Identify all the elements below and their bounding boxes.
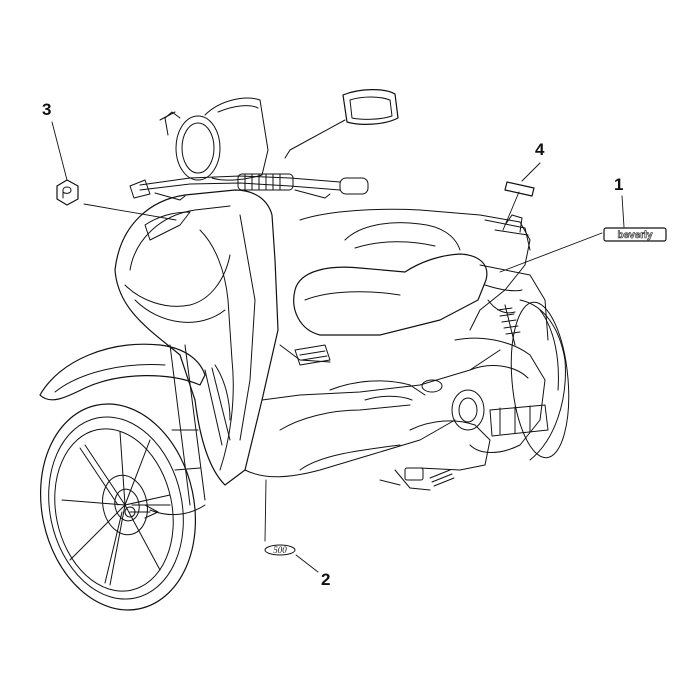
callout-4: 4 <box>535 140 545 159</box>
mirror <box>284 89 399 159</box>
leader-1 <box>621 195 625 228</box>
front-fender <box>39 343 206 401</box>
front-shield <box>114 189 279 486</box>
handlebars <box>129 173 369 201</box>
callout-1: 1 <box>614 175 624 194</box>
badge-2-500: 500 <box>264 544 296 556</box>
beverly-decal-text: beverly <box>617 230 652 241</box>
headlight <box>159 97 269 181</box>
side-panel <box>244 344 501 478</box>
engine <box>409 337 549 471</box>
rear-wheel <box>510 299 570 461</box>
badge-3-hexagon <box>56 179 79 206</box>
leader-4 <box>521 162 541 182</box>
leader-3 <box>51 121 68 181</box>
leader-3b <box>83 203 177 221</box>
leader-2 <box>295 554 319 573</box>
decal-4-rectangle <box>504 181 535 197</box>
rear-shock <box>497 304 521 346</box>
callout-2: 2 <box>321 570 331 589</box>
leader-1b <box>499 232 603 273</box>
callout-3: 3 <box>42 100 52 119</box>
seat <box>293 222 488 336</box>
decal-1-name: beverly <box>603 227 667 242</box>
leader-lines <box>51 121 625 573</box>
front-wheel <box>39 403 197 611</box>
front-fork <box>149 344 206 516</box>
leader-4b <box>502 191 520 231</box>
badge-500-text: 500 <box>273 545 287 555</box>
leader-2b <box>264 479 267 542</box>
center-stand <box>379 467 455 491</box>
